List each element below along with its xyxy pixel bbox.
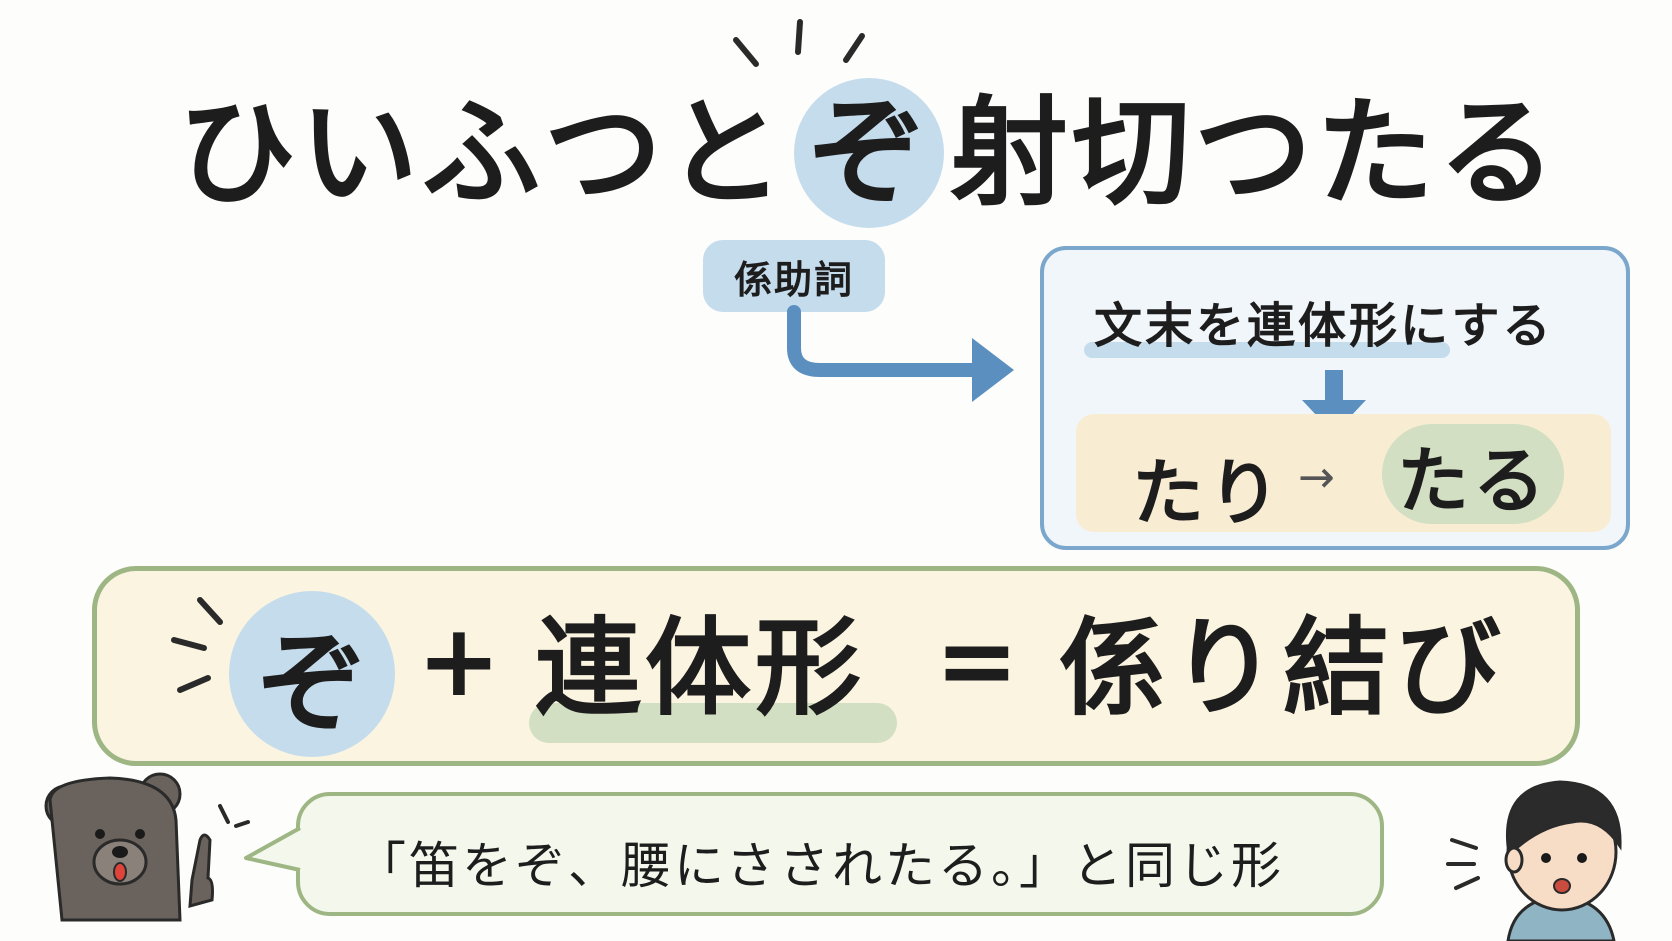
change-arrow: → xyxy=(1298,452,1335,503)
title-before: ひいふつと xyxy=(178,84,789,222)
title-after: 射切つたる xyxy=(950,84,1561,222)
formula-result: 係り結び xyxy=(1059,607,1507,730)
particle-circle xyxy=(229,591,395,757)
kakari-musubi-formula: ぞ + 連体形 = 係り結び xyxy=(92,566,1580,766)
formula-equals: = xyxy=(935,602,1019,719)
form-to: たる xyxy=(1382,424,1564,524)
rule-underline xyxy=(1084,342,1450,358)
title-highlight-zo: ぞ xyxy=(794,78,945,228)
formula-form: 連体形 xyxy=(535,607,865,730)
formula-particle-text: ぞ xyxy=(257,620,367,748)
formula-particle: ぞ xyxy=(229,591,395,757)
rule-text: 文末を連体形にする xyxy=(1094,298,1554,354)
rule-box: 文末を連体形にする たり → たる xyxy=(1040,246,1630,550)
form-from: たり xyxy=(1132,451,1285,535)
speech-bubble: 「笛をぞ、腰にさされたる。」と同じ形 xyxy=(296,792,1384,916)
form-underline xyxy=(529,703,897,743)
example-sentence: 「笛をぞ、腰にさされたる。」と同じ形 xyxy=(356,837,1284,895)
main-sentence: ひいふつと ぞ 射切つたる xyxy=(178,78,1560,228)
conjugation-change: たり → たる xyxy=(1076,414,1611,535)
formula-plus: + xyxy=(417,602,501,719)
particle-label: 係助詞 xyxy=(703,240,885,312)
